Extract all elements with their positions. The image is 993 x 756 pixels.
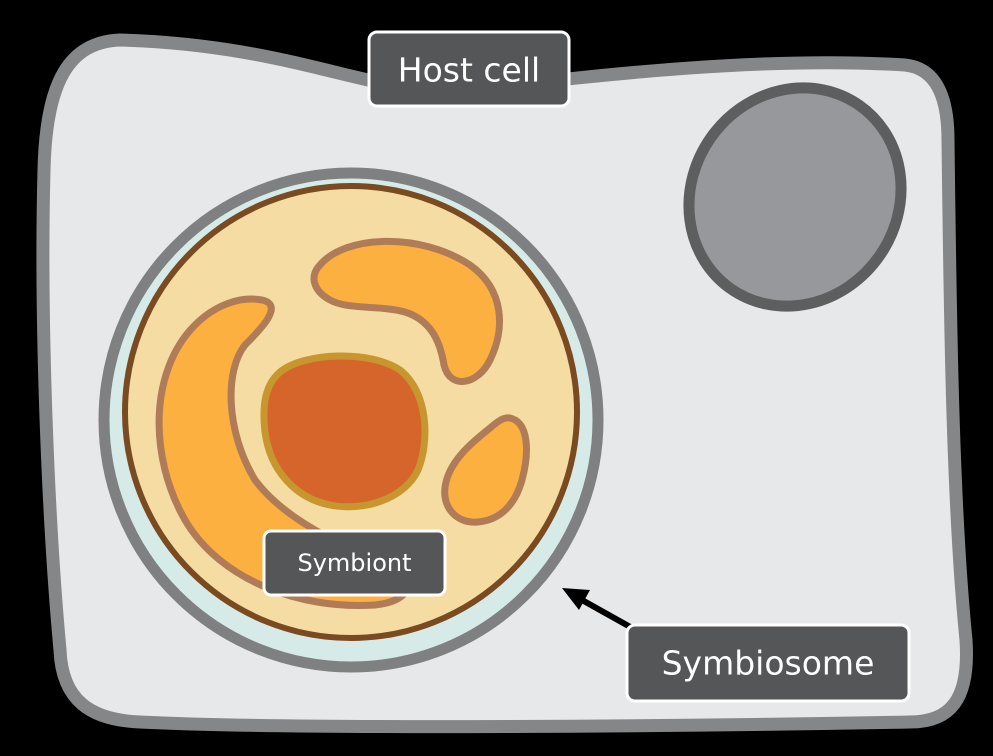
symbiont-organelle-top — [310, 237, 503, 385]
label-host-cell: Host cell — [367, 30, 571, 108]
symbiont-cell — [122, 183, 580, 641]
symbiont-organelle-right — [441, 414, 530, 526]
label-symbiosome: Symbiosome — [625, 623, 911, 703]
symbiont-nucleus — [260, 352, 429, 511]
label-symbiont-box — [262, 529, 447, 597]
symbiont-organelle-crescent — [155, 295, 411, 610]
label-symbiont: Symbiont — [262, 529, 447, 597]
label-symbiosome-text: Symbiosome — [662, 644, 875, 683]
host-nucleus — [683, 82, 907, 312]
symbiosome — [98, 167, 604, 673]
label-symbiosome-box — [625, 623, 911, 703]
label-host-cell-text: Host cell — [398, 51, 540, 90]
label-host-cell-box — [367, 30, 571, 108]
label-symbiont-text: Symbiont — [297, 549, 411, 577]
arrow-head — [562, 588, 590, 610]
